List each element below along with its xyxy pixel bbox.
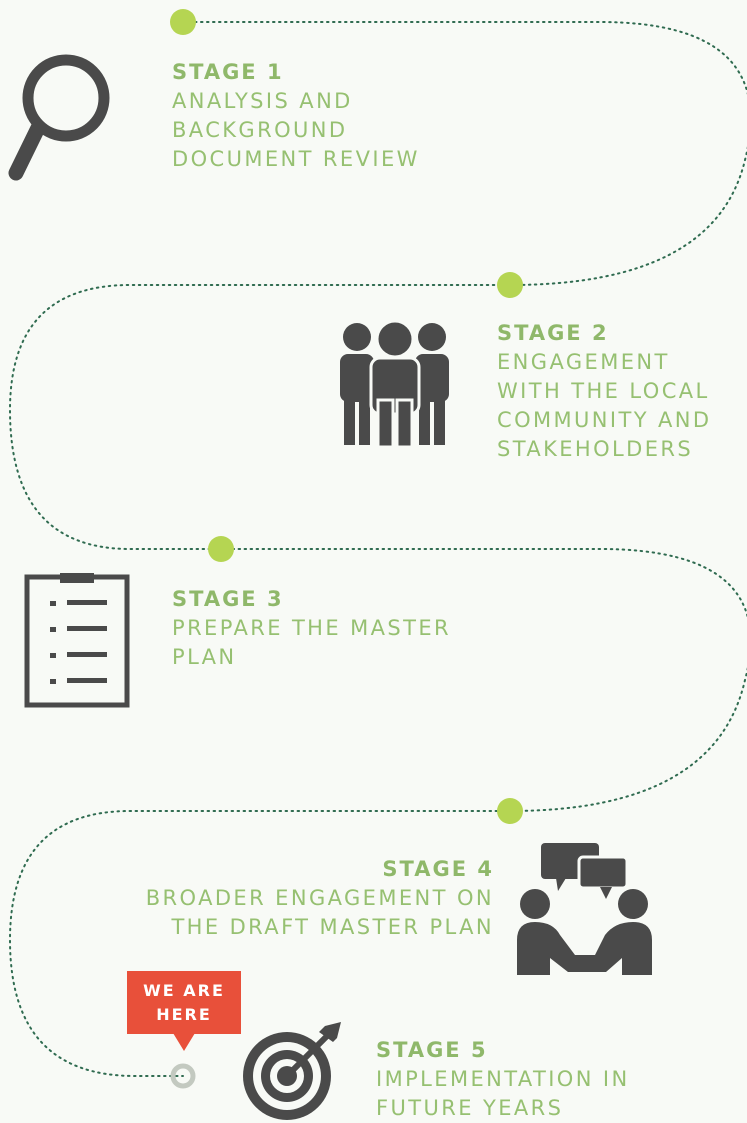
we-are-here-badge: WE ARE HERE: [127, 971, 241, 1034]
stage-5: STAGE 5 IMPLEMENTATION IN FUTURE YEARS: [376, 1036, 630, 1123]
stage-4-marker: [497, 798, 523, 824]
stage-2: STAGE 2 ENGAGEMENT WITH THE LOCAL COMMUN…: [497, 319, 711, 464]
stage-5-description: IMPLEMENTATION IN FUTURE YEARS: [376, 1067, 630, 1120]
people-group-icon: [340, 319, 449, 449]
stage-3-title: STAGE 3: [172, 587, 284, 611]
roadmap-path: [8, 21, 747, 1077]
stage-4-title: STAGE 4: [382, 857, 494, 881]
magnifier-icon: [8, 54, 110, 181]
stage-4: STAGE 4 BROADER ENGAGEMENT ON THE DRAFT …: [146, 855, 494, 942]
stage-1-marker: [170, 9, 196, 35]
current-position-marker: [170, 1063, 196, 1089]
stage-3: STAGE 3 PREPARE THE MASTER PLAN: [172, 585, 451, 672]
stage-3-description: PREPARE THE MASTER PLAN: [172, 616, 452, 669]
stage-2-title: STAGE 2: [497, 321, 609, 345]
stage-1: STAGE 1 ANALYSIS AND BACKGROUND DOCUMENT…: [172, 58, 420, 174]
clipboard-list-icon: [24, 573, 130, 708]
stage-4-description: BROADER ENGAGEMENT ON THE DRAFT MASTER P…: [145, 886, 494, 939]
stage-5-title: STAGE 5: [376, 1038, 488, 1062]
stage-3-marker: [208, 536, 234, 562]
stage-2-marker: [497, 272, 523, 298]
stage-1-description: ANALYSIS AND BACKGROUND DOCUMENT REVIEW: [172, 89, 420, 171]
handshake-chat-icon: [517, 843, 652, 975]
stage-1-title: STAGE 1: [172, 60, 284, 84]
stage-2-description: ENGAGEMENT WITH THE LOCAL COMMUNITY AND …: [497, 350, 712, 461]
target-icon: [243, 1022, 341, 1120]
badge-pointer: [173, 1033, 195, 1051]
